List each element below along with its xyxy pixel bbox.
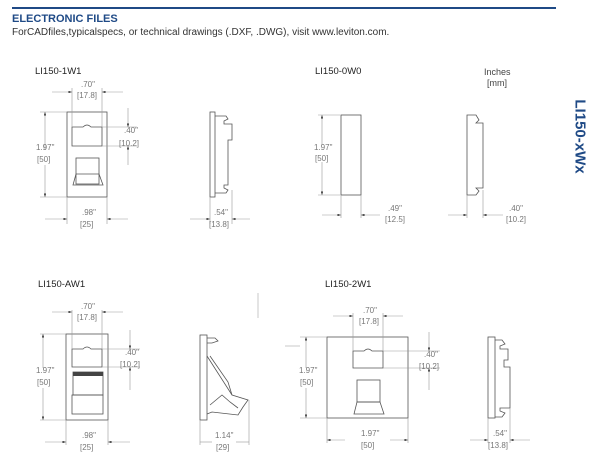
dim-depth-mm: [12.5] [385,215,406,224]
units-inches: Inches [484,67,511,77]
dim-height-mm: [50] [300,378,314,387]
li150-aw1-front-view [40,310,140,445]
li150-0w0-front-view [318,114,380,218]
dim-width-in: .70" [81,80,95,89]
dim-height-in: 1.97" [299,366,318,375]
li150-1w1-front-view [40,88,137,224]
product-series-title: LI150-xWx [571,99,589,174]
dim-depth-mm: [29] [216,443,230,452]
model-label: LI150-1W1 [35,66,82,77]
dim-opening-in: .40" [125,348,139,357]
section-subtitle: ForCADfiles,typicalspecs, or technical d… [12,27,390,38]
dim-depth-mm: [13.8] [488,441,509,450]
li150-1w1-side-view [190,111,250,224]
dim-height-mm: [50] [37,155,51,164]
dim-base-mm: [25] [80,220,94,229]
dim-base-in: .98" [82,208,96,217]
dim-height-mm: [50] [315,154,329,163]
dim-width-mm: [17.8] [359,317,380,326]
dim-base-in: .98" [82,431,96,440]
dim-opening-in: .40" [424,350,438,359]
li150-2w1-front-view [300,313,440,443]
li150-0w0-side-view [448,114,503,218]
dim-height-mm: [50] [37,378,51,387]
dim-width-in: .70" [81,302,95,311]
dim-side-in: .40" [509,204,523,213]
dim-opening-mm: [10.2] [120,360,141,369]
units-mm: [mm] [487,78,507,88]
dim-depth-in: .54" [214,208,228,217]
dim-depth-mm: [13.8] [209,220,230,229]
dim-width-in: .70" [363,306,377,315]
dim-depth-in: 1.14" [215,431,234,440]
model-label: LI150-0W0 [315,66,362,77]
dim-height-in: 1.97" [314,143,333,152]
dim-opening-mm: [10.2] [119,139,140,148]
dim-side-mm: [10.2] [506,215,527,224]
model-label: LI150-2W1 [325,279,372,290]
dim-width-mm: [17.8] [77,313,98,322]
model-label: LI150-AW1 [38,279,86,290]
dim-width-mm: [17.8] [77,91,98,100]
dim-base-mm: [25] [80,443,94,452]
dim-depth-in: .54" [493,429,507,438]
dim-height-in: 1.97" [36,143,55,152]
section-title: ELECTRONIC FILES [12,13,118,25]
dim-base-in: 1.97" [361,429,380,438]
li150-aw1-side-view [199,293,300,445]
dim-base-mm: [50] [361,441,375,450]
dim-height-in: 1.97" [36,366,55,375]
dim-opening-in: .40" [124,126,138,135]
dim-depth-in: .49" [388,204,402,213]
li150-2w1-side-view [470,336,530,443]
dim-opening-mm: [10.2] [419,362,440,371]
